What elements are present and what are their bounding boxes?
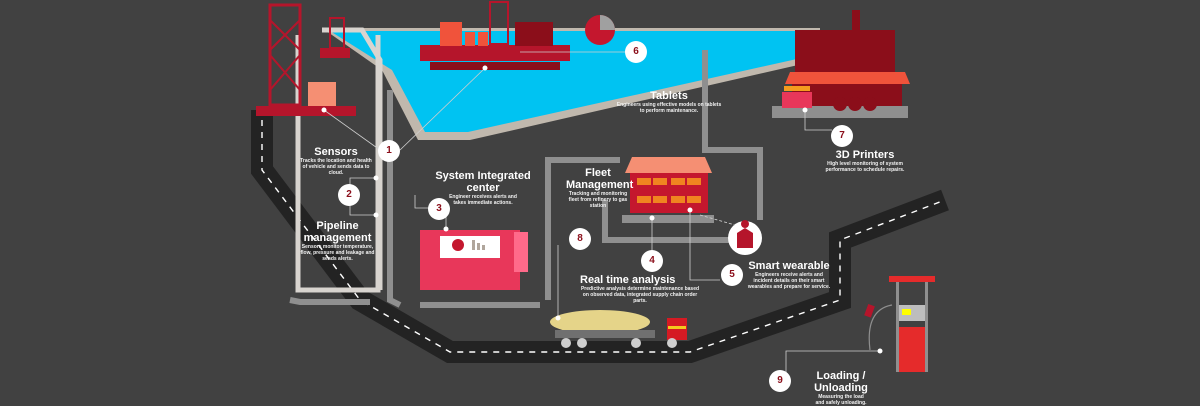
label-smart-wearable: Smart wearable Engineers receive alerts … [746, 260, 832, 290]
step-description: Measuring the load and safely unloading. [815, 394, 867, 406]
step-title: Sensors [314, 146, 358, 158]
tablet-engineers-icon [585, 15, 615, 45]
step-marker-9[interactable]: 9 [769, 370, 791, 392]
step-title: Pipeline management [303, 220, 372, 244]
step-marker-4[interactable]: 4 [641, 250, 663, 272]
step-description: Engineers receive alerts and incident de… [747, 272, 831, 290]
step-description: Sensors monitor temperature, flow, press… [300, 244, 375, 262]
step-description: Tracks the location and health of vehicl… [300, 158, 372, 176]
leader-dots [321, 65, 883, 354]
tanker-truck-icon [550, 310, 687, 348]
label-real-time-analysis: Real time analysis Predictive analysis d… [580, 274, 700, 304]
label-sensors: Sensors Tracks the location and health o… [300, 146, 372, 176]
step-marker-5[interactable]: 5 [721, 264, 743, 286]
label-tablets: Tablets Engineers using effective models… [614, 90, 724, 114]
sea-water [330, 31, 815, 132]
step-title: 3D Printers [835, 149, 895, 161]
label-loading-unloading: Loading / Unloading Measuring the load a… [795, 370, 887, 406]
label-3d-printers: 3D Printers High level monitoring of sys… [820, 149, 910, 173]
step-description: High level monitoring of system performa… [825, 161, 905, 173]
step-marker-1[interactable]: 1 [378, 140, 400, 162]
step-marker-7[interactable]: 7 [831, 125, 853, 147]
step-description: Engineer receives alerts and takes immed… [449, 194, 517, 206]
step-title: Tablets [650, 90, 688, 102]
step-marker-2[interactable]: 2 [338, 184, 360, 206]
step-title: Real time analysis [580, 274, 676, 286]
step-title: System Integrated center [435, 170, 531, 194]
step-description: Engineers using effective models on tabl… [616, 102, 722, 114]
label-fleet-management: Fleet Management Tracking and monitoring… [566, 167, 634, 209]
step-description: Predictive analysis determine maintenanc… [580, 286, 700, 304]
step-title: Smart wearable [748, 260, 830, 272]
label-pipeline-management: Pipeline management Sensors monitor temp… [300, 220, 375, 262]
step-title: Loading / Unloading [814, 370, 868, 394]
step-marker-3[interactable]: 3 [428, 198, 450, 220]
step-description: Tracking and monitoring fleet from refin… [568, 191, 628, 209]
control-center-icon [420, 230, 528, 290]
leader-lines [323, 51, 880, 380]
storage-warehouse-icon [622, 157, 714, 223]
smart-wearable-engineer-icon [728, 220, 762, 255]
step-title: Fleet Management [566, 167, 634, 191]
offshore-platform-icon [420, 1, 570, 70]
fuel-pump-icon [864, 276, 935, 372]
label-system-integrated-center: System Integrated center Engineer receiv… [418, 170, 548, 206]
refinery-factory-icon [772, 10, 910, 118]
step-marker-6[interactable]: 6 [625, 41, 647, 63]
step-marker-8[interactable]: 8 [569, 228, 591, 250]
pipelines [295, 27, 383, 293]
oil-rig-icon [256, 3, 356, 116]
road-markings [261, 120, 946, 353]
